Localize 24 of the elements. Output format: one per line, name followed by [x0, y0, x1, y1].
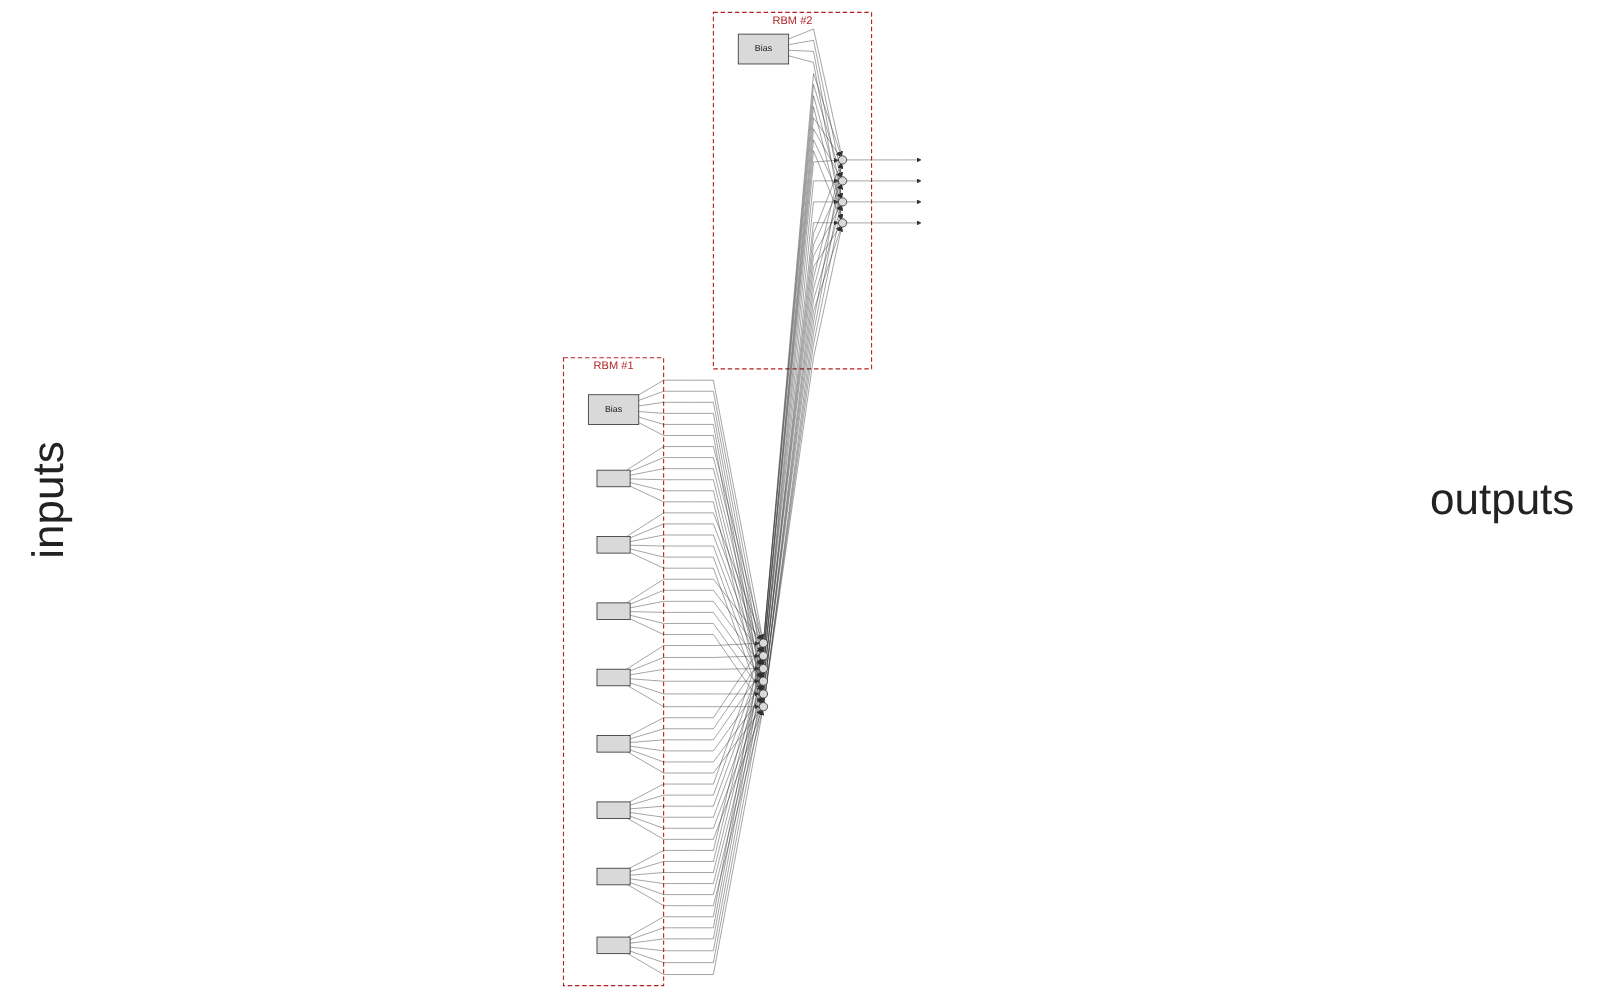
input-layer-label: inputs [22, 440, 74, 558]
node-box [596, 735, 631, 753]
node-circle [838, 176, 848, 186]
node-box [596, 536, 631, 554]
node-box [596, 469, 631, 488]
cluster [712, 11, 873, 370]
node-box [596, 867, 631, 886]
output-layer-label: outputs [1430, 473, 1575, 525]
node-box [596, 936, 631, 955]
node-circle [758, 651, 768, 661]
node-box [596, 602, 631, 620]
node-circle [838, 218, 848, 228]
node-circle [758, 663, 768, 674]
node-circle [758, 702, 768, 712]
node-circle [758, 638, 768, 648]
node-circle [838, 155, 848, 165]
node-circle [758, 689, 768, 699]
node-box [596, 668, 631, 687]
node-box [737, 33, 790, 65]
node-box [587, 394, 640, 425]
node-circle [758, 676, 768, 686]
node-box [596, 801, 631, 819]
cluster [562, 357, 665, 987]
node-circle [838, 197, 848, 207]
